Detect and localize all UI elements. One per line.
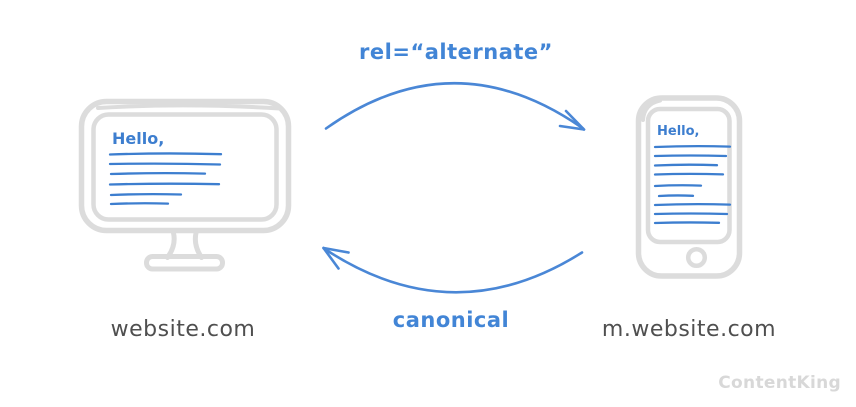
phone-screen xyxy=(645,106,732,245)
phone-outer-frame xyxy=(635,95,743,279)
text-line xyxy=(653,172,725,176)
arrowhead xyxy=(322,246,350,254)
phone-sketch-accent xyxy=(641,98,662,122)
desktop-monitor-icon xyxy=(78,98,292,272)
text-line xyxy=(109,171,207,176)
canonical-arrow-icon xyxy=(322,246,584,294)
mobile-screen-greeting: Hello, xyxy=(657,124,700,139)
desktop-caption: website.com xyxy=(110,317,256,342)
text-line xyxy=(657,194,695,198)
text-line xyxy=(653,212,729,216)
monitor-screen xyxy=(91,112,279,222)
alternate-arrow-icon xyxy=(324,81,586,131)
arrow-curve xyxy=(322,247,584,294)
text-line xyxy=(108,162,222,166)
arrowhead xyxy=(558,124,586,131)
monitor-outer-frame xyxy=(78,98,292,234)
arrowhead xyxy=(564,109,586,131)
phone-home-button xyxy=(685,246,708,269)
text-line xyxy=(653,221,721,225)
text-line xyxy=(653,163,719,167)
mobile-phone-icon xyxy=(635,95,743,279)
mobile-screen-text-lines xyxy=(653,144,732,225)
text-line xyxy=(108,152,223,156)
desktop-screen-text-lines xyxy=(108,152,223,206)
text-line xyxy=(108,182,221,186)
monitor-sketch-accent xyxy=(96,103,282,111)
arrow-curve xyxy=(324,81,585,130)
contentking-watermark: ContentKing xyxy=(718,373,841,393)
desktop-screen-greeting: Hello, xyxy=(112,129,165,148)
mobile-caption: m.website.com xyxy=(601,317,777,342)
arrowhead xyxy=(322,246,340,270)
monitor-stand-base xyxy=(144,254,225,272)
rel-alternate-label: rel=“alternate” xyxy=(359,40,553,64)
text-line xyxy=(653,202,732,207)
monitor-stand-neck xyxy=(165,230,177,260)
monitor-stand-neck xyxy=(192,230,204,260)
text-line xyxy=(653,154,728,158)
text-line xyxy=(653,184,703,188)
text-line xyxy=(109,202,170,206)
canonical-label: canonical xyxy=(392,308,510,332)
text-line xyxy=(109,192,183,197)
text-line xyxy=(653,144,732,149)
